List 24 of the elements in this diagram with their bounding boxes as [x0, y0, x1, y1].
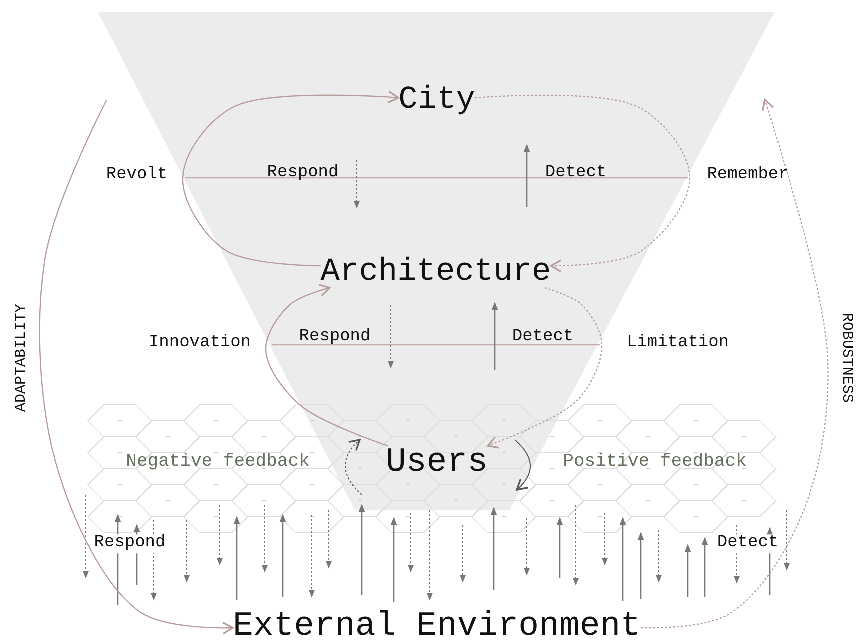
annotation-label: Detect — [717, 534, 779, 554]
annotation-label: Negative feedback — [126, 453, 310, 473]
annotation-label: Respond — [94, 534, 166, 554]
level-heading: External Environment — [232, 610, 642, 644]
curved-arrow — [265, 284, 388, 447]
edge-label: ROBUSTNESS — [838, 313, 854, 403]
level-heading: Architecture — [320, 256, 552, 288]
annotation-label: Detect — [545, 164, 607, 184]
annotation-label: Detect — [512, 328, 574, 348]
annotation-label: Respond — [299, 328, 371, 348]
curved-arrow — [182, 90, 400, 267]
level-heading: Users — [386, 446, 488, 480]
edge-label: Innovation — [148, 334, 252, 354]
level-heading: City — [398, 84, 476, 116]
annotation-label: Respond — [267, 164, 339, 184]
edge-label: Remember — [707, 166, 789, 186]
annotation-label: Positive feedback — [563, 453, 747, 473]
edge-label: Revolt — [106, 166, 168, 186]
edge-label: ADAPTABILITY — [14, 304, 30, 412]
edge-label: Limitation — [626, 334, 730, 354]
curved-arrow — [641, 99, 829, 629]
curved-arrow — [39, 100, 234, 635]
curved-arrow — [475, 94, 691, 272]
curved-arrow — [487, 287, 603, 449]
